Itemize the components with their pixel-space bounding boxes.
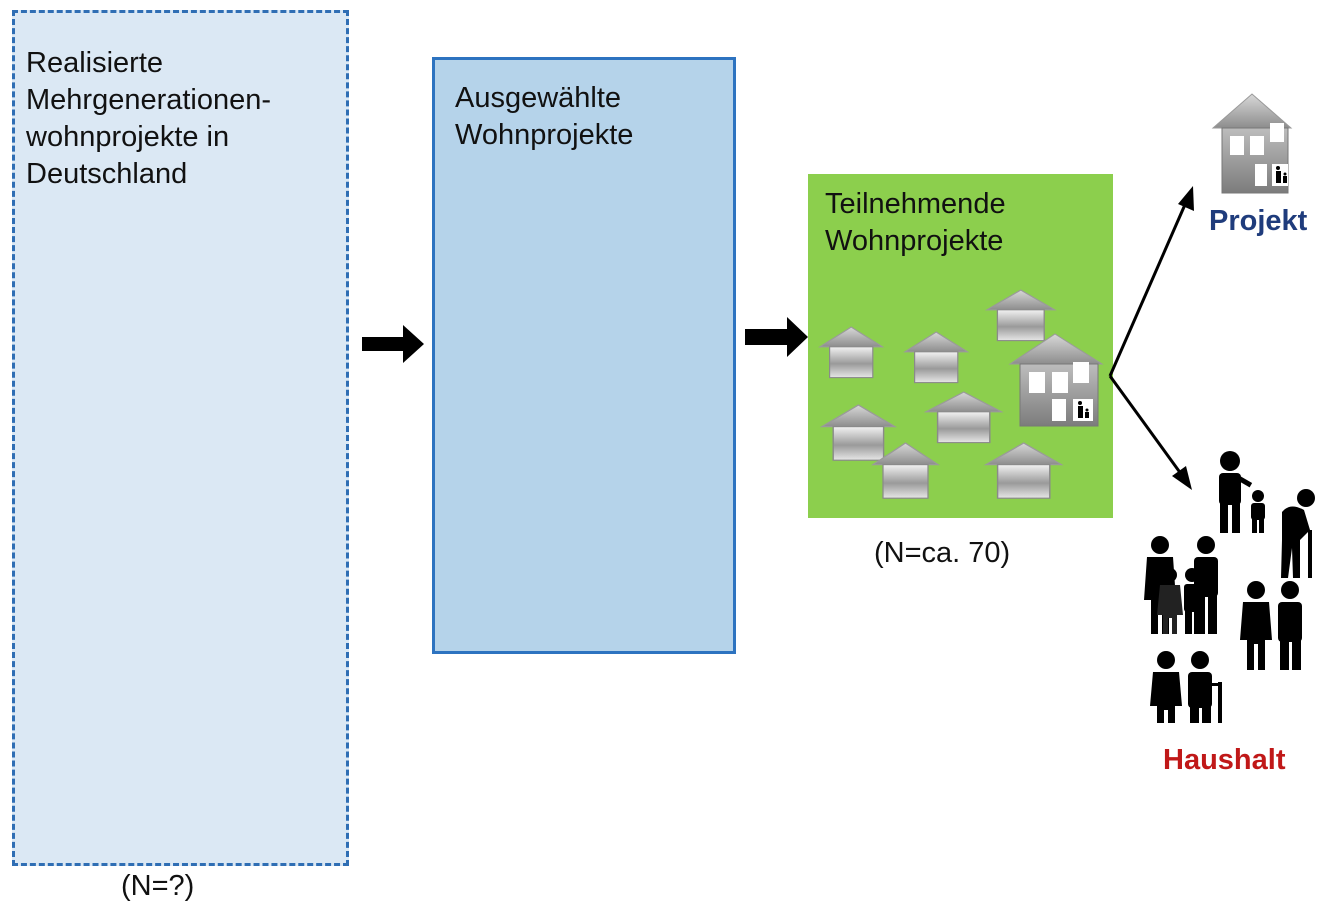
- participating-projects-label: Teilnehmende Wohnprojekte: [825, 186, 1105, 260]
- realized-label-line-1: Realisierte: [26, 47, 163, 79]
- household-label: Haushalt: [1163, 744, 1286, 776]
- house-icon: [819, 326, 884, 379]
- selected-label-line-2: Wohnprojekte: [455, 119, 634, 151]
- participating-label-line-1: Teilnehmende: [825, 188, 1006, 220]
- house-icon: [821, 404, 896, 461]
- house-icon: [985, 442, 1063, 499]
- box-realized-projects: [12, 10, 349, 866]
- family-icon: [1144, 536, 1218, 634]
- realized-count: (N=?): [121, 870, 195, 902]
- couple-icon: [1240, 581, 1302, 670]
- realized-projects-label: Realisierte Mehrgenerationen- wohnprojek…: [26, 45, 346, 193]
- participating-label-line-2: Wohnprojekte: [825, 225, 1004, 257]
- selected-label-line-1: Ausgewählte: [455, 82, 622, 114]
- house-icon: [904, 331, 969, 384]
- elderly-icon: [1281, 489, 1315, 578]
- senior-couple-icon: [1150, 651, 1222, 723]
- selected-projects-label: Ausgewählte Wohnprojekte: [455, 80, 725, 154]
- arrow-to-household: [1108, 375, 1192, 490]
- participating-count: (N=ca. 70): [874, 537, 1011, 569]
- arrow-to-project: [1108, 186, 1194, 377]
- realized-label-line-4: Deutschland: [26, 158, 188, 190]
- realized-label-line-3: wohnprojekte in: [26, 121, 230, 153]
- project-label: Projekt: [1209, 205, 1308, 237]
- house-icon: [1008, 333, 1104, 427]
- house-icon: [1211, 93, 1293, 194]
- parent-child-icon: [1219, 451, 1265, 533]
- right-arrow-icon: [745, 317, 808, 357]
- right-arrow-icon: [362, 325, 424, 363]
- house-icon: [986, 289, 1056, 342]
- realized-label-line-2: Mehrgenerationen-: [26, 84, 272, 116]
- box-selected-projects: [432, 57, 736, 654]
- house-icon: [925, 391, 1003, 444]
